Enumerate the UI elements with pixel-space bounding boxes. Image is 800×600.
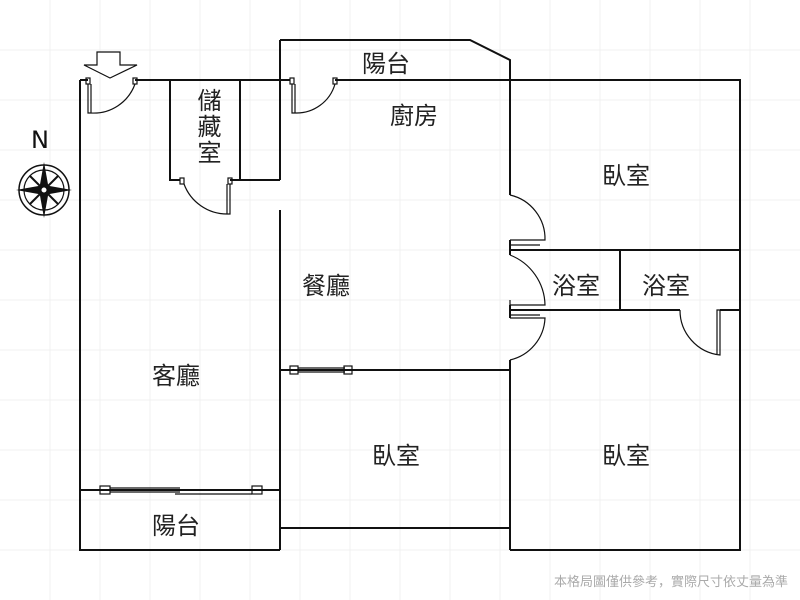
room-bedroom-se: 臥室 xyxy=(602,442,650,470)
room-bath-2: 浴室 xyxy=(642,272,690,300)
room-bedroom-s: 臥室 xyxy=(372,442,420,470)
room-bath-1: 浴室 xyxy=(552,272,600,300)
room-storage: 儲藏室 xyxy=(193,88,221,166)
compass-north-label: N xyxy=(31,126,49,154)
disclaimer-note: 本格局圖僅供參考，實際尺寸依丈量為準 xyxy=(553,575,788,590)
walls xyxy=(79,39,741,551)
entrance-arrow-icon xyxy=(83,51,138,79)
room-balcony-top: 陽台 xyxy=(362,50,410,78)
room-kitchen: 廚房 xyxy=(390,102,438,130)
compass-rose-icon xyxy=(16,162,72,218)
room-bedroom-ne: 臥室 xyxy=(602,162,650,190)
doors xyxy=(85,77,721,495)
room-balcony-bottom: 陽台 xyxy=(152,512,200,540)
room-living: 客廳 xyxy=(152,362,200,390)
room-dining: 餐廳 xyxy=(302,272,350,300)
